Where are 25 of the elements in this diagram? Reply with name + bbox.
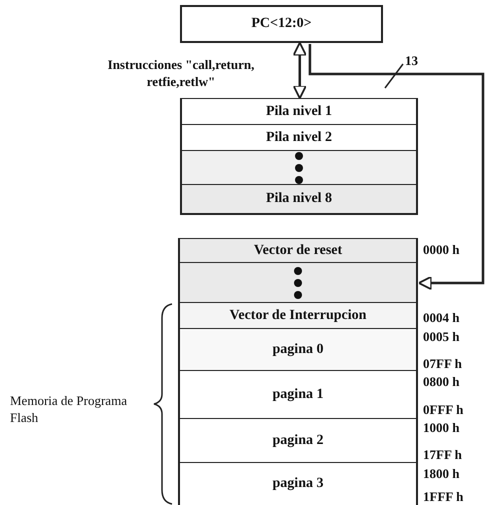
address-label: 1800 h	[423, 466, 460, 482]
address-label: 1000 h	[423, 420, 460, 436]
address-label: 17FF h	[423, 447, 462, 463]
stack-level-box: Pila nivel 8	[180, 184, 418, 215]
stack-level-box: Pila nivel 2	[180, 124, 418, 152]
memory-region-box: Vector de Interrupcion	[178, 302, 418, 330]
address-label: 0005 h	[423, 329, 460, 345]
memory-region-box: pagina 1	[178, 370, 418, 420]
stack-level-box	[180, 150, 418, 186]
memory-region-box: pagina 0	[178, 328, 418, 372]
double-arrow	[292, 42, 307, 100]
memory-region-box: pagina 3	[178, 462, 418, 505]
register-box: PC<12:0>	[180, 5, 383, 43]
stack-level-box: Pila nivel 1	[180, 98, 418, 126]
memory-region-box	[178, 262, 418, 304]
address-label: 07FF h	[423, 356, 462, 372]
memory-region-box: Vector de reset	[178, 238, 418, 264]
memory-label: Memoria de Programa Flash	[10, 392, 128, 426]
memory-region-box: pagina 2	[178, 418, 418, 464]
address-label: 0FFF h	[423, 402, 464, 418]
address-label: 0000 h	[423, 242, 460, 258]
address-label: 0800 h	[423, 374, 460, 390]
address-label: 0004 h	[423, 310, 460, 326]
bus-arrow	[308, 44, 484, 290]
address-label: 1FFF h	[423, 489, 464, 505]
